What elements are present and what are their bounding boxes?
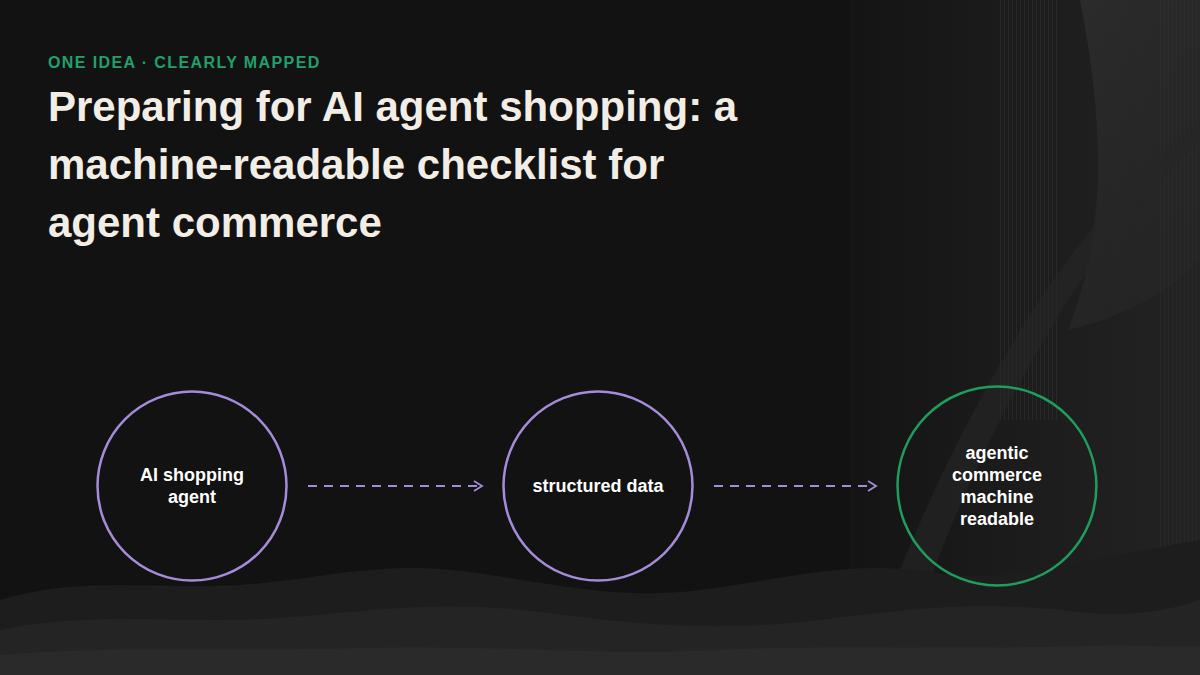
circle-node: agentic commerce machine readable xyxy=(896,385,1098,587)
dashed-arrow xyxy=(714,485,876,487)
wave xyxy=(0,540,1200,675)
node-label: structured data xyxy=(532,475,663,497)
dashed-arrow xyxy=(308,485,482,487)
node-label: agentic commerce machine readable xyxy=(922,442,1072,530)
eyebrow-label: ONE IDEA · CLEARLY MAPPED xyxy=(48,54,321,72)
circle-stroke xyxy=(504,392,693,581)
circle-outline xyxy=(96,390,288,582)
circle-stroke xyxy=(98,392,287,581)
circle-node: AI shopping agent xyxy=(96,390,288,582)
node-label: AI shopping agent xyxy=(117,464,267,508)
circle-node: structured data xyxy=(502,390,694,582)
circle-stroke xyxy=(898,387,1097,586)
title: Preparing for AI agent shopping: a machi… xyxy=(48,78,753,252)
light-sweep xyxy=(1068,0,1200,330)
circle-outline xyxy=(896,385,1098,587)
wave xyxy=(0,600,1200,675)
wave xyxy=(0,645,1200,675)
